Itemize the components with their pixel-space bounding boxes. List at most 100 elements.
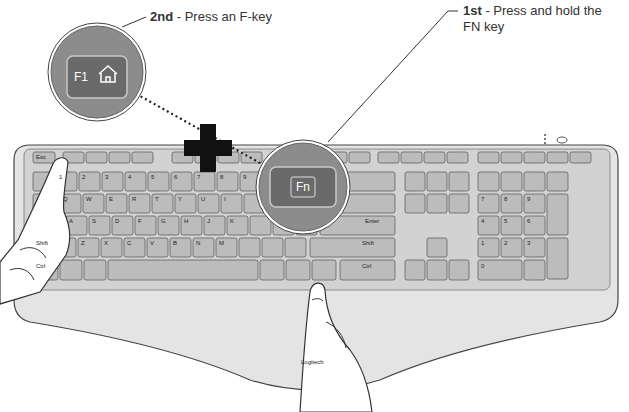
plus-sign — [184, 124, 232, 172]
key — [524, 194, 545, 213]
key — [132, 152, 153, 163]
key-legend: M — [219, 240, 224, 246]
key-legend: 5 — [151, 174, 154, 180]
key-legend: 2 — [82, 174, 85, 180]
key-legend: Shift — [36, 240, 48, 246]
key-legend: 1 — [481, 240, 484, 246]
key — [84, 260, 106, 280]
key-legend: 8 — [504, 196, 507, 202]
key — [378, 152, 399, 163]
key-legend: Z — [81, 240, 85, 246]
key — [124, 238, 145, 257]
key-legend: 6 — [174, 174, 177, 180]
key — [405, 172, 425, 191]
key — [501, 194, 522, 213]
key — [239, 238, 260, 257]
key — [198, 194, 219, 213]
key — [135, 216, 156, 235]
key-legend: 4 — [128, 174, 131, 180]
key-legend: 6 — [527, 218, 530, 224]
key — [227, 216, 248, 235]
key — [405, 194, 425, 213]
callout-circle: F1 — [47, 22, 147, 122]
key — [478, 194, 499, 213]
key — [147, 238, 168, 257]
status-light — [557, 137, 567, 143]
key — [221, 194, 242, 213]
key — [524, 152, 545, 163]
key-legend: A — [69, 218, 73, 224]
status-mark — [544, 134, 546, 146]
key-legend: Ctrl — [362, 263, 371, 269]
key-legend: C — [127, 240, 131, 246]
key-legend: 0 — [481, 263, 484, 269]
key-legend: E — [109, 196, 113, 202]
key-legend: R — [132, 196, 136, 202]
key — [478, 152, 499, 163]
key — [194, 172, 215, 191]
key-legend: 7 — [481, 196, 484, 202]
key — [501, 238, 522, 257]
key — [424, 152, 445, 163]
key — [216, 238, 237, 257]
key-legend: T — [155, 196, 159, 202]
key — [78, 238, 99, 257]
key-legend: I — [224, 196, 226, 202]
key-label: F1 — [74, 71, 88, 83]
key — [285, 238, 306, 257]
key — [524, 172, 545, 191]
key — [447, 152, 468, 163]
key-legend: V — [150, 240, 154, 246]
key — [286, 260, 310, 280]
key-label: Fn — [296, 181, 310, 193]
key-legend: S — [92, 218, 96, 224]
key — [478, 238, 499, 257]
key-legend: 9 — [243, 174, 246, 180]
key — [125, 172, 146, 191]
key-legend: Enter — [365, 218, 379, 224]
key-legend: 2 — [504, 240, 507, 246]
key — [175, 194, 196, 213]
key — [340, 260, 395, 280]
key — [33, 152, 55, 163]
key — [427, 238, 447, 257]
key — [260, 260, 284, 280]
key-legend: 3 — [527, 240, 530, 246]
key — [401, 152, 422, 163]
key — [262, 238, 283, 257]
key-legend: Q — [63, 196, 68, 202]
key — [501, 172, 522, 191]
key-legend: 4 — [481, 218, 484, 224]
key — [79, 172, 100, 191]
key — [501, 216, 522, 235]
key — [547, 152, 568, 163]
key-legend: G — [161, 218, 166, 224]
key — [478, 216, 499, 235]
key-legend: 1 — [59, 174, 62, 180]
key — [148, 172, 169, 191]
key-legend: F — [138, 218, 142, 224]
key — [89, 216, 110, 235]
key — [171, 172, 192, 191]
key — [170, 238, 191, 257]
key — [524, 238, 545, 257]
key-legend: 5 — [504, 218, 507, 224]
key-legend: 8 — [220, 174, 223, 180]
leader-line — [328, 11, 458, 142]
key — [83, 194, 104, 213]
key-legend: W — [86, 196, 92, 202]
key — [427, 172, 447, 191]
key — [109, 152, 130, 163]
key — [427, 260, 447, 280]
callout-outline — [47, 22, 147, 122]
key — [449, 172, 469, 191]
key-legend: J — [207, 218, 210, 224]
key — [349, 152, 370, 163]
key — [449, 194, 469, 213]
key — [449, 260, 469, 280]
key — [60, 260, 82, 280]
key — [312, 260, 336, 280]
key — [310, 238, 395, 257]
key — [102, 172, 123, 191]
